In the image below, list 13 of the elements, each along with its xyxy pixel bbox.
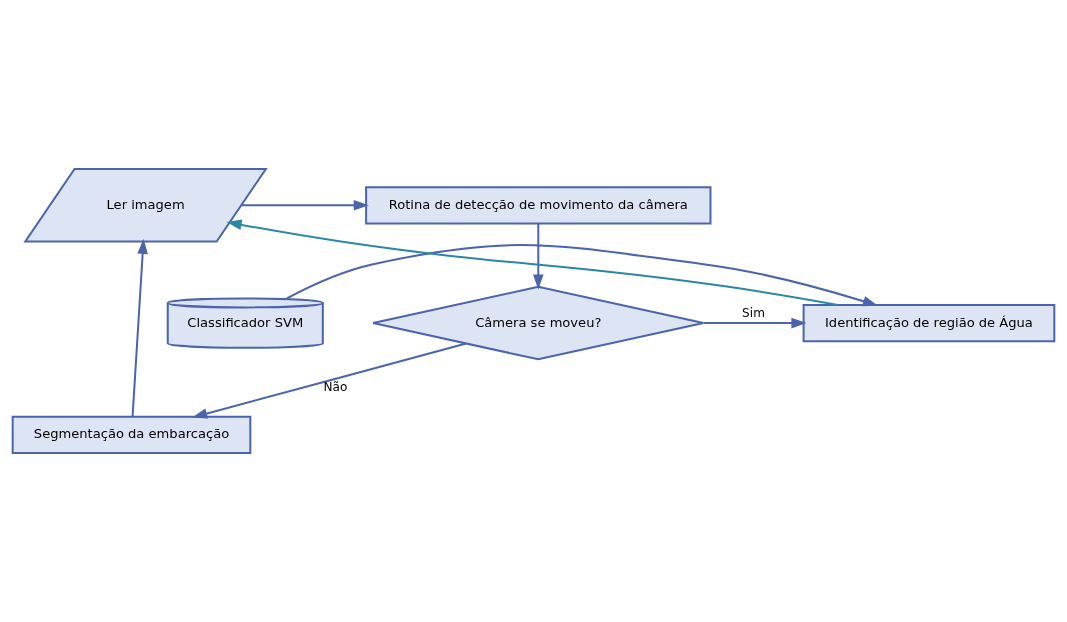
node-box: Segmentação da embarcação xyxy=(11,415,252,454)
node-box: Identificação de região de Água xyxy=(802,303,1056,343)
node-box: Rotina de detecção de movimento da câmera xyxy=(365,186,712,225)
arrow xyxy=(286,244,878,307)
arrow xyxy=(192,342,467,419)
arrow xyxy=(131,238,148,417)
node-diamond: Câmera se moveu? xyxy=(372,285,705,361)
arrow xyxy=(533,223,544,290)
edge-label: Sim xyxy=(742,305,765,320)
arrow xyxy=(703,317,807,329)
arrow xyxy=(226,219,839,306)
arrow xyxy=(241,200,369,211)
edge-label: Não xyxy=(323,380,348,395)
